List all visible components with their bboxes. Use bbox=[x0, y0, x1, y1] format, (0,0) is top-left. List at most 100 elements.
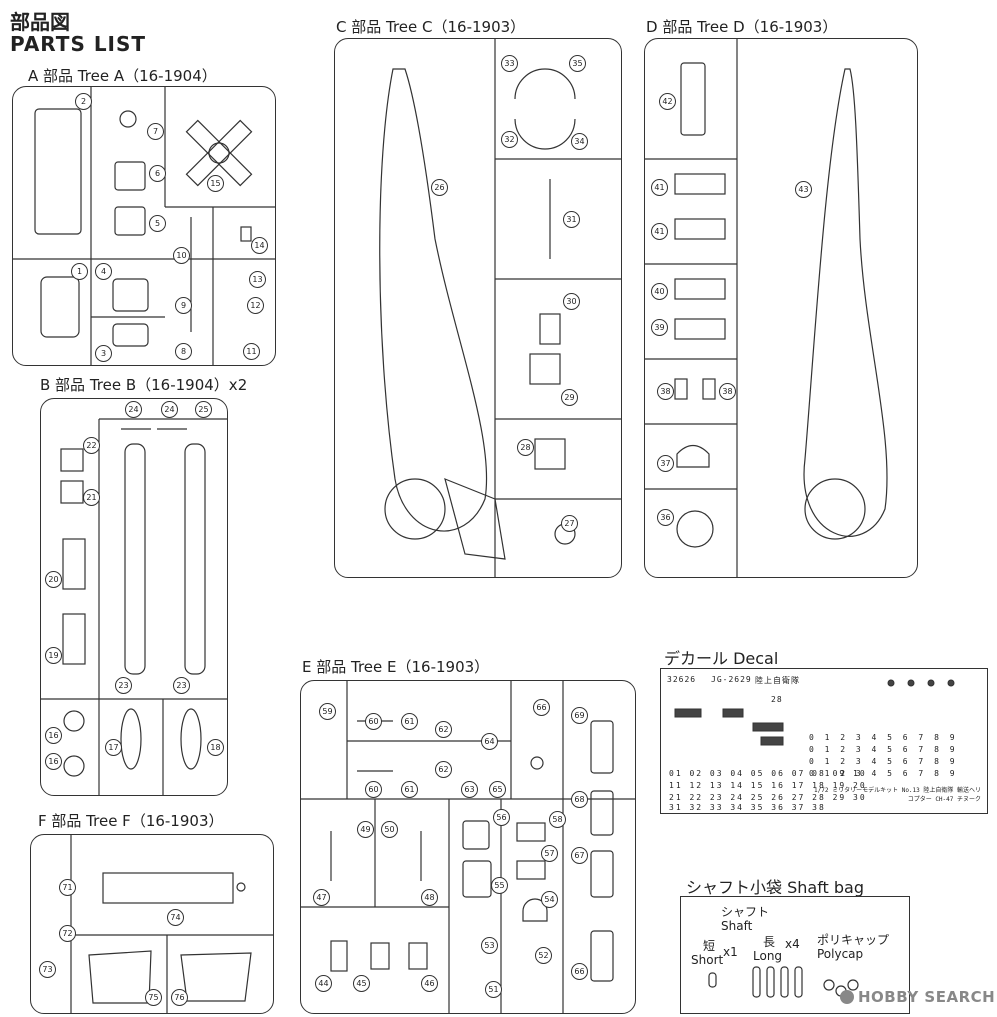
part-number: 23 bbox=[115, 677, 132, 694]
tree-c-frame: 33 35 32 34 26 31 30 29 28 27 bbox=[334, 38, 622, 578]
part-number: 47 bbox=[313, 889, 330, 906]
part-number: 46 bbox=[421, 975, 438, 992]
part-number: 5 bbox=[149, 215, 166, 232]
decal-caption: 1/72 ミリタリーモデルキット No.13 陸上自衛隊 輸送ヘリコプター CH… bbox=[814, 787, 981, 803]
part-number: 17 bbox=[105, 739, 122, 756]
tree-b-runners bbox=[41, 418, 227, 795]
part-number: 62 bbox=[435, 721, 452, 738]
part-number: 61 bbox=[401, 713, 418, 730]
watermark-text: HOBBY SEARCH bbox=[858, 988, 996, 1006]
part-number: 50 bbox=[381, 821, 398, 838]
tree-b-frame: 24 24 25 22 21 20 19 23 23 16 16 17 18 bbox=[40, 398, 228, 796]
part-number: 23 bbox=[173, 677, 190, 694]
polycap-label-ja: ポリキャップ bbox=[817, 933, 890, 947]
part-number: 22 bbox=[83, 437, 100, 454]
part-number: 11 bbox=[243, 343, 260, 360]
shaft-parts bbox=[708, 966, 859, 998]
decal-code: 28 bbox=[771, 695, 783, 704]
part-number: 49 bbox=[357, 821, 374, 838]
part-number: 48 bbox=[421, 889, 438, 906]
part-number: 71 bbox=[59, 879, 76, 896]
decal-digit-row: 0 1 2 3 4 5 6 7 8 9 bbox=[809, 769, 958, 778]
part-number: 76 bbox=[171, 989, 188, 1006]
part-number: 59 bbox=[319, 703, 336, 720]
short-label-en: Short bbox=[691, 953, 724, 967]
tree-c-runners bbox=[379, 39, 621, 577]
tree-e-label: E 部品 Tree E（16-1903） bbox=[302, 658, 490, 676]
part-number: 56 bbox=[493, 809, 510, 826]
part-number: 2 bbox=[75, 93, 92, 110]
tree-e-frame: 59 60 61 62 64 60 61 62 63 65 66 69 68 6… bbox=[300, 680, 636, 1014]
part-number: 6 bbox=[149, 165, 166, 182]
part-number: 53 bbox=[481, 937, 498, 954]
part-number: 15 bbox=[207, 175, 224, 192]
part-number: 38 bbox=[657, 383, 674, 400]
part-number: 58 bbox=[549, 811, 566, 828]
tree-d-runners bbox=[645, 39, 888, 577]
tree-a-runners bbox=[13, 87, 275, 365]
hobbysearch-logo-icon bbox=[840, 990, 854, 1004]
part-number: 74 bbox=[167, 909, 184, 926]
tree-f-frame: 71 72 73 74 75 76 bbox=[30, 834, 274, 1014]
part-number: 69 bbox=[571, 707, 588, 724]
part-number: 13 bbox=[249, 271, 266, 288]
part-number: 51 bbox=[485, 981, 502, 998]
tree-d-frame: 42 43 41 41 40 39 38 38 37 36 bbox=[644, 38, 918, 578]
part-number: 45 bbox=[353, 975, 370, 992]
part-number: 21 bbox=[83, 489, 100, 506]
part-number: 36 bbox=[657, 509, 674, 526]
decal-number-row: 31 32 33 34 35 36 37 38 bbox=[669, 803, 826, 812]
part-number: 25 bbox=[195, 401, 212, 418]
decal-label: デカール Decal bbox=[664, 649, 779, 668]
tree-a-frame: 2 1 3 4 5 6 7 8 9 10 11 12 13 14 15 bbox=[12, 86, 276, 366]
part-number: 54 bbox=[541, 891, 558, 908]
part-number: 38 bbox=[719, 383, 736, 400]
part-number: 16 bbox=[45, 727, 62, 744]
part-number: 16 bbox=[45, 753, 62, 770]
part-number: 57 bbox=[541, 845, 558, 862]
part-number: 73 bbox=[39, 961, 56, 978]
part-number: 64 bbox=[481, 733, 498, 750]
tree-f-label: F 部品 Tree F（16-1903） bbox=[38, 812, 224, 830]
decal-digit-row: 0 1 2 3 4 5 6 7 8 9 bbox=[809, 757, 958, 766]
part-number: 60 bbox=[365, 781, 382, 798]
decal-number-row: 21 22 23 24 25 26 27 28 29 30 bbox=[669, 793, 867, 802]
part-number: 41 bbox=[651, 223, 668, 240]
shaft-label-ja: シャフト bbox=[721, 905, 770, 919]
part-number: 60 bbox=[365, 713, 382, 730]
tree-b-label: B 部品 Tree B（16-1904）x2 bbox=[40, 376, 248, 394]
part-number: 30 bbox=[563, 293, 580, 310]
part-number: 43 bbox=[795, 181, 812, 198]
part-number: 9 bbox=[175, 297, 192, 314]
tree-e-runners bbox=[301, 681, 635, 1013]
part-number: 34 bbox=[571, 133, 588, 150]
decal-code: JG-2629 bbox=[711, 675, 752, 684]
part-number: 66 bbox=[571, 963, 588, 980]
long-qty: x4 bbox=[785, 937, 800, 951]
part-number: 28 bbox=[517, 439, 534, 456]
part-number: 32 bbox=[501, 131, 518, 148]
part-number: 63 bbox=[461, 781, 478, 798]
part-number: 35 bbox=[569, 55, 586, 72]
part-number: 72 bbox=[59, 925, 76, 942]
part-number: 31 bbox=[563, 211, 580, 228]
part-number: 42 bbox=[659, 93, 676, 110]
part-number: 29 bbox=[561, 389, 578, 406]
long-label-en: Long bbox=[753, 949, 783, 963]
part-number: 26 bbox=[431, 179, 448, 196]
part-number: 14 bbox=[251, 237, 268, 254]
part-number: 8 bbox=[175, 343, 192, 360]
part-number: 1 bbox=[71, 263, 88, 280]
part-number: 7 bbox=[147, 123, 164, 140]
part-number: 24 bbox=[161, 401, 178, 418]
page-title-ja: 部品図 bbox=[10, 10, 70, 34]
short-qty: x1 bbox=[723, 945, 738, 959]
part-number: 27 bbox=[561, 515, 578, 532]
part-number: 40 bbox=[651, 283, 668, 300]
part-number: 68 bbox=[571, 791, 588, 808]
part-number: 61 bbox=[401, 781, 418, 798]
part-number: 19 bbox=[45, 647, 62, 664]
part-number: 24 bbox=[125, 401, 142, 418]
polycap-label-en: Polycap bbox=[817, 947, 864, 961]
decal-code: 32626 bbox=[667, 675, 697, 684]
